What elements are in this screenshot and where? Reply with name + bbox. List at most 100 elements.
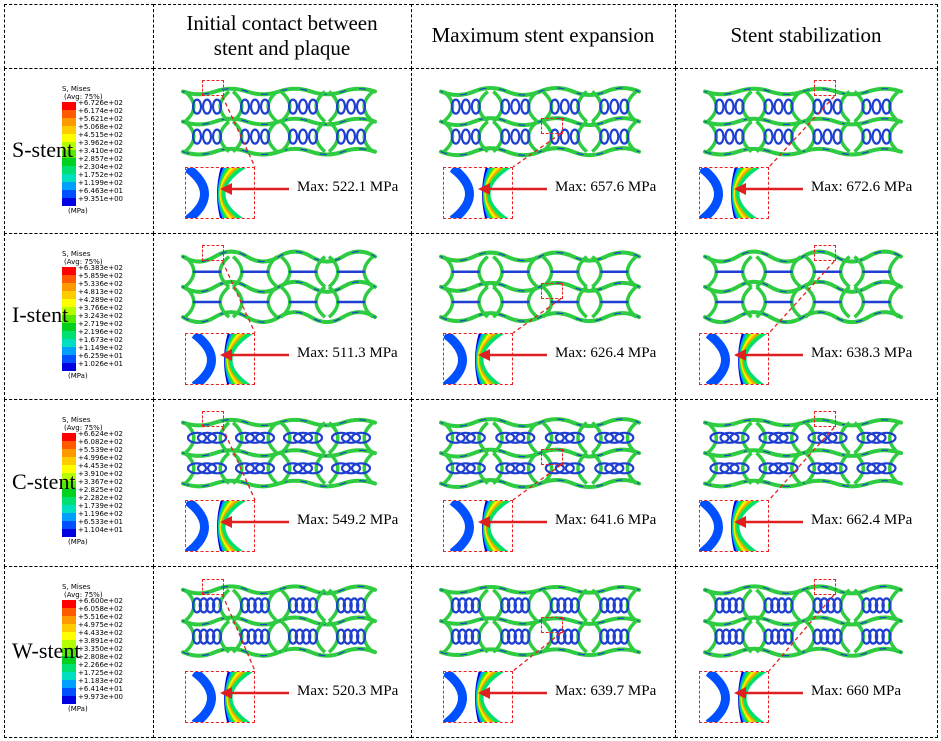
stent-ring	[755, 120, 802, 154]
legend-swatch	[62, 283, 76, 292]
stent-connector	[335, 628, 347, 645]
legend-value: +6.414e+01	[78, 685, 123, 694]
legend-swatch	[62, 521, 76, 530]
stress-detail	[191, 672, 254, 722]
stent-connector	[205, 628, 216, 645]
max-stress-label: Max: 511.3 MPa	[297, 345, 398, 361]
legend-swatch	[62, 102, 76, 111]
stent-connector	[349, 597, 360, 614]
stent-connector	[881, 128, 892, 145]
stress-detail	[700, 168, 761, 218]
stent-connector	[734, 597, 745, 614]
stent-connector	[201, 128, 213, 145]
stent-ring	[327, 421, 375, 455]
callout-marker	[202, 411, 225, 428]
stent-connector	[709, 431, 730, 444]
stent-connector	[460, 128, 471, 145]
legend-values: +6.726e+02+6.174e+02+5.621e+02+5.068e+02…	[78, 99, 123, 203]
stent-connector	[868, 597, 879, 614]
stent-ring	[231, 120, 279, 154]
stent-connector	[292, 462, 314, 475]
legend-value: +9.973e+00	[78, 693, 123, 702]
stent-ring	[442, 421, 489, 455]
stent-connector	[259, 628, 271, 645]
legend-value: +2.266e+02	[78, 661, 123, 670]
zoom-inset	[699, 333, 769, 385]
stent-connector	[330, 462, 352, 475]
legend-swatch	[62, 457, 76, 466]
stent-strut	[440, 251, 640, 262]
callout-marker	[814, 578, 837, 595]
legend-swatch	[62, 118, 76, 127]
legend-swatch	[62, 465, 76, 474]
stent-strut	[704, 585, 902, 594]
stent-ring	[492, 421, 539, 455]
stent-connector	[470, 597, 481, 614]
zoom-inset	[185, 671, 255, 723]
stent-connector	[881, 98, 892, 115]
stress-band	[444, 672, 467, 722]
stent-connector	[292, 431, 314, 444]
legend-value: +3.243e+02	[78, 312, 123, 321]
stent-connector	[302, 431, 324, 444]
stent-strut	[182, 118, 376, 125]
legend-value: +2.304e+02	[78, 163, 123, 172]
stent-connector	[564, 431, 585, 444]
stent-connector	[450, 128, 461, 145]
stent-connector	[186, 431, 208, 444]
legend-unit: (MPa)	[68, 538, 88, 547]
stent-strut	[440, 418, 640, 427]
stent-connector	[599, 98, 610, 115]
stress-band	[705, 672, 730, 722]
stent-connector	[876, 431, 897, 444]
stent-strut	[440, 117, 640, 126]
legend-value: +1.739e+02	[78, 502, 123, 511]
stent-connector	[287, 628, 299, 645]
legend-value: +3.410e+02	[78, 147, 123, 156]
legend-title: S, Mises	[62, 416, 91, 424]
stress-detail	[705, 334, 768, 384]
legend-value: +3.891e+02	[78, 637, 123, 646]
stent-connector	[599, 128, 610, 145]
stent-connector	[445, 431, 466, 444]
stent-strut	[182, 419, 376, 427]
legend-value: +5.068e+02	[78, 123, 123, 132]
stent-strut	[182, 585, 376, 594]
stent-ring	[541, 421, 588, 455]
stent-strut	[181, 448, 377, 458]
zoom-inset	[699, 671, 769, 723]
legend-swatch	[62, 347, 76, 356]
stent-connector	[340, 431, 362, 444]
stent-ring	[804, 120, 851, 154]
stent-ring	[853, 421, 900, 455]
legend-value: +2.196e+02	[78, 328, 123, 337]
stent-connector	[871, 128, 882, 145]
stent-ring	[853, 451, 900, 485]
legend-swatch	[62, 624, 76, 633]
stent-connector	[191, 597, 203, 614]
stent-strut	[440, 448, 640, 458]
max-stress-label: Max: 657.6 MPa	[555, 179, 657, 195]
stent-ring	[327, 120, 375, 154]
legend-swatch	[62, 696, 76, 705]
zoom-inset	[185, 333, 255, 385]
stent-connector	[861, 128, 872, 145]
stent-ring	[231, 90, 279, 123]
callout-marker	[540, 282, 563, 299]
max-stress-label: Max: 520.3 MPa	[297, 683, 399, 699]
column-header: Initial contact between stent and plaque	[186, 10, 378, 60]
stent-connector	[861, 98, 872, 115]
stent-connector	[254, 462, 276, 475]
stent-connector	[604, 431, 625, 444]
legend-values: +6.600e+02+6.058e+02+5.516e+02+4.975e+02…	[78, 597, 123, 701]
stent-connector	[460, 98, 471, 115]
legend-title: S, Mises	[62, 250, 91, 258]
stress-band	[444, 334, 467, 384]
stent-connector	[614, 462, 635, 475]
legend-swatch	[62, 656, 76, 665]
stent-connector	[729, 431, 750, 444]
legend-title: S, Mises	[62, 85, 91, 93]
stent-connector	[773, 98, 784, 115]
stent-connector	[455, 462, 476, 475]
